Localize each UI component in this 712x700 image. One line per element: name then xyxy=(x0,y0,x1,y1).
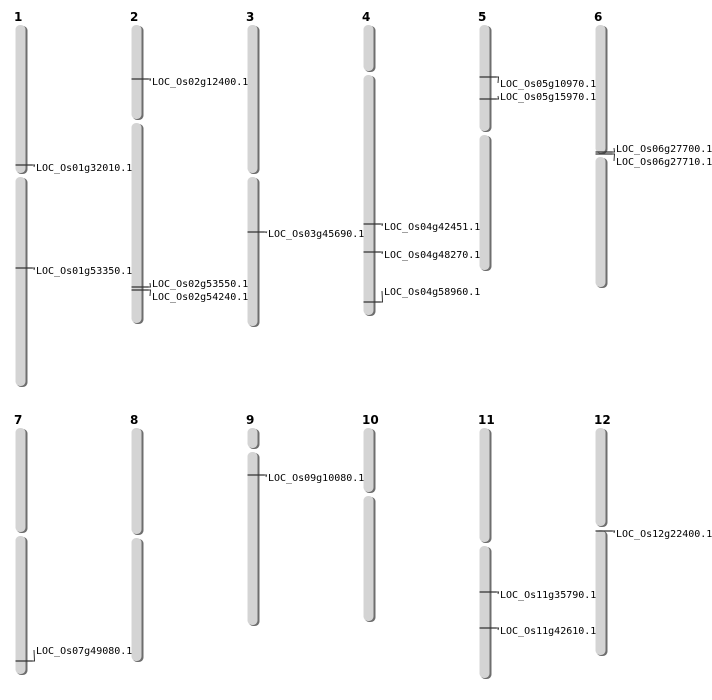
chromosome-number: 8 xyxy=(130,413,138,427)
chromosome-number: 1 xyxy=(14,10,22,24)
label-connector xyxy=(612,153,616,162)
long-arm xyxy=(363,496,374,621)
long-arm xyxy=(247,177,258,326)
chromosome-4: 4LOC_Os04g42451.1LOC_Os04g48270.1LOC_Os0… xyxy=(362,10,480,316)
long-arm xyxy=(15,177,26,386)
chromosome-2: 2LOC_Os02g12400.1LOC_Os02g53550.1LOC_Os0… xyxy=(130,10,248,324)
chromosome-number: 10 xyxy=(362,413,379,427)
label-connector xyxy=(32,164,36,168)
long-arm xyxy=(479,135,490,270)
gene-label: LOC_Os05g10970.1 xyxy=(500,79,596,90)
label-connector xyxy=(380,290,384,303)
label-connector xyxy=(148,282,152,288)
chromosome-number: 5 xyxy=(478,10,486,24)
short-arm xyxy=(15,25,26,173)
label-connector xyxy=(496,591,500,595)
gene-label: LOC_Os05g15970.1 xyxy=(500,92,596,103)
short-arm xyxy=(247,25,258,173)
label-connector xyxy=(496,95,500,100)
long-arm xyxy=(15,536,26,674)
gene-label: LOC_Os01g32010.1 xyxy=(36,163,132,174)
label-connector xyxy=(264,474,268,478)
short-arm xyxy=(479,428,490,542)
label-connector xyxy=(264,231,268,234)
gene-label: LOC_Os07g49080.1 xyxy=(36,646,132,657)
label-connector xyxy=(32,267,36,271)
short-arm xyxy=(247,428,258,448)
gene-label: LOC_Os12g22400.1 xyxy=(616,529,712,540)
short-arm xyxy=(363,25,374,71)
gene-label: LOC_Os06g27700.1 xyxy=(616,144,712,155)
label-connector xyxy=(148,289,152,297)
short-arm xyxy=(595,428,606,526)
short-arm xyxy=(131,25,142,119)
long-arm xyxy=(595,530,606,655)
chromosome-number: 7 xyxy=(14,413,22,427)
long-arm xyxy=(131,123,142,323)
label-connector xyxy=(496,627,500,631)
short-arm xyxy=(15,428,26,532)
label-connector xyxy=(148,78,152,82)
gene-label: LOC_Os04g42451.1 xyxy=(384,222,480,233)
label-connector xyxy=(380,251,384,255)
chromosome-number: 12 xyxy=(594,413,611,427)
short-arm xyxy=(131,428,142,534)
gene-label: LOC_Os01g53350.1 xyxy=(36,266,132,277)
long-arm xyxy=(363,75,374,315)
gene-label: LOC_Os03g45690.1 xyxy=(268,229,364,240)
chromosome-number: 4 xyxy=(362,10,370,24)
gene-label: LOC_Os06g27710.1 xyxy=(616,157,712,168)
gene-label: LOC_Os04g58960.1 xyxy=(384,287,480,298)
gene-label: LOC_Os11g42610.1 xyxy=(500,626,596,637)
label-connector xyxy=(380,223,384,227)
short-arm xyxy=(479,25,490,131)
chromosome-number: 2 xyxy=(130,10,138,24)
long-arm xyxy=(479,546,490,678)
long-arm xyxy=(247,452,258,625)
gene-label: LOC_Os09g10080.1 xyxy=(268,473,364,484)
label-connector xyxy=(496,76,500,84)
long-arm xyxy=(595,157,606,287)
label-connector xyxy=(612,147,616,153)
gene-label: LOC_Os04g48270.1 xyxy=(384,250,480,261)
gene-label: LOC_Os02g12400.1 xyxy=(152,77,248,88)
short-arm xyxy=(363,428,374,492)
chromosome-number: 9 xyxy=(246,413,254,427)
chromosome-8: 8 xyxy=(130,413,144,662)
gene-label: LOC_Os02g53550.1 xyxy=(152,279,248,290)
label-connector xyxy=(612,530,616,534)
label-connector xyxy=(32,649,36,662)
chromosome-number: 6 xyxy=(594,10,602,24)
gene-label: LOC_Os02g54240.1 xyxy=(152,292,248,303)
long-arm xyxy=(131,538,142,661)
chromosome-10: 10 xyxy=(362,413,379,622)
chromosome-number: 11 xyxy=(478,413,495,427)
gene-label: LOC_Os11g35790.1 xyxy=(500,590,596,601)
chromosome-number: 3 xyxy=(246,10,254,24)
short-arm xyxy=(595,25,606,153)
